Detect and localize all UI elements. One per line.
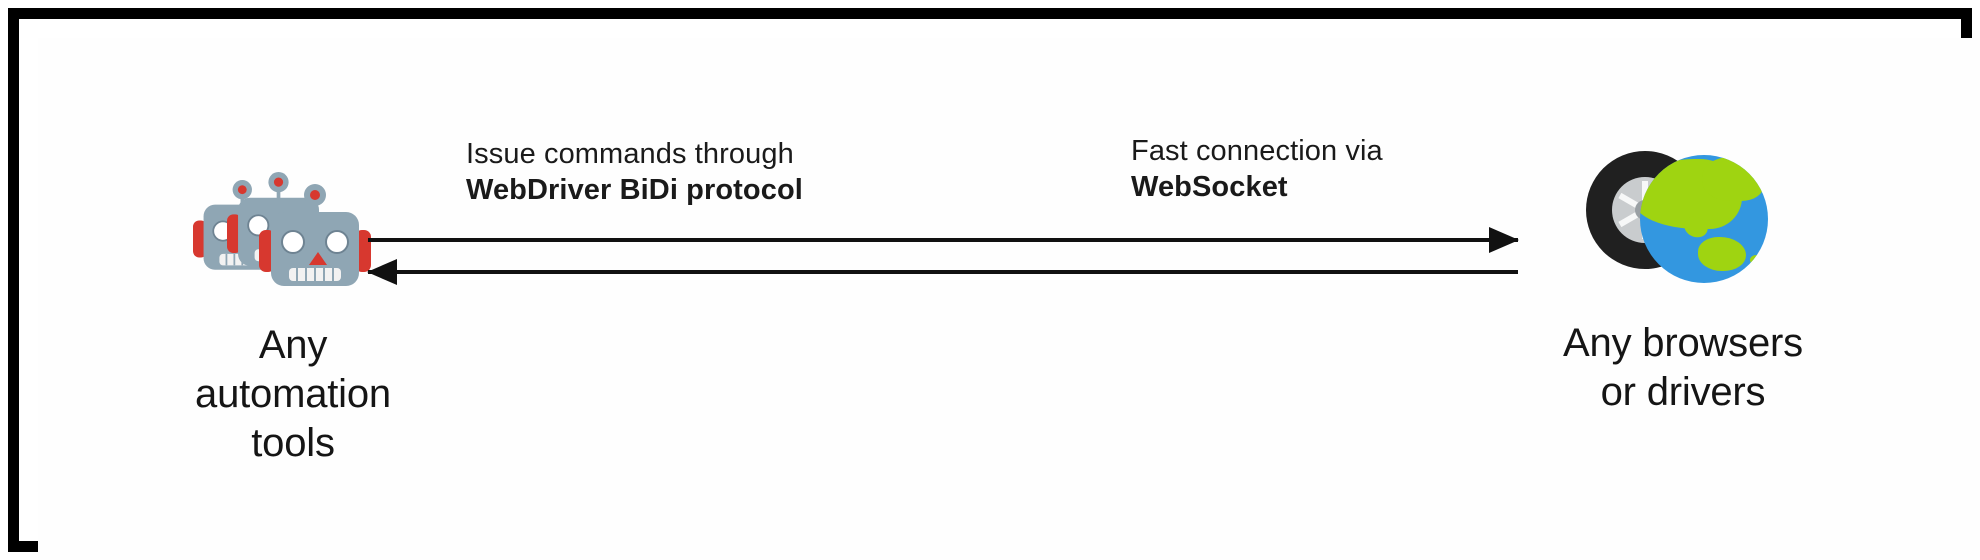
label-connection: Fast connection via WebSocket bbox=[1131, 133, 1383, 207]
label-connection-line2: WebSocket bbox=[1131, 171, 1288, 204]
label-commands-line2: WebDriver BiDi protocol bbox=[466, 174, 803, 207]
globe-icon bbox=[1640, 155, 1768, 283]
arrow-commands-line bbox=[368, 238, 1518, 242]
robot-icon bbox=[259, 184, 371, 296]
node-automation-tools-caption: Any automation tools bbox=[195, 323, 391, 465]
label-commands-line1: Issue commands through bbox=[466, 138, 794, 170]
diagram-stage: Any automation tools bbox=[38, 38, 1980, 560]
node-automation-tools: Any automation tools bbox=[143, 158, 443, 467]
node-browsers-drivers: Any browsers or drivers bbox=[1493, 143, 1873, 417]
label-connection-line1: Fast connection via bbox=[1131, 135, 1383, 167]
node-browsers-drivers-caption: Any browsers or drivers bbox=[1563, 321, 1803, 414]
tire-and-globe-icon bbox=[1578, 143, 1788, 293]
diagram-frame-border: Any automation tools bbox=[8, 8, 1980, 560]
robot-emoji-cluster-icon bbox=[193, 158, 393, 303]
connection-arrows bbox=[367, 198, 1519, 308]
arrowhead-left-icon bbox=[367, 259, 397, 285]
arrow-responses-line bbox=[368, 270, 1518, 274]
label-commands: Issue commands through WebDriver BiDi pr… bbox=[466, 136, 803, 210]
arrowhead-right-icon bbox=[1489, 227, 1519, 253]
